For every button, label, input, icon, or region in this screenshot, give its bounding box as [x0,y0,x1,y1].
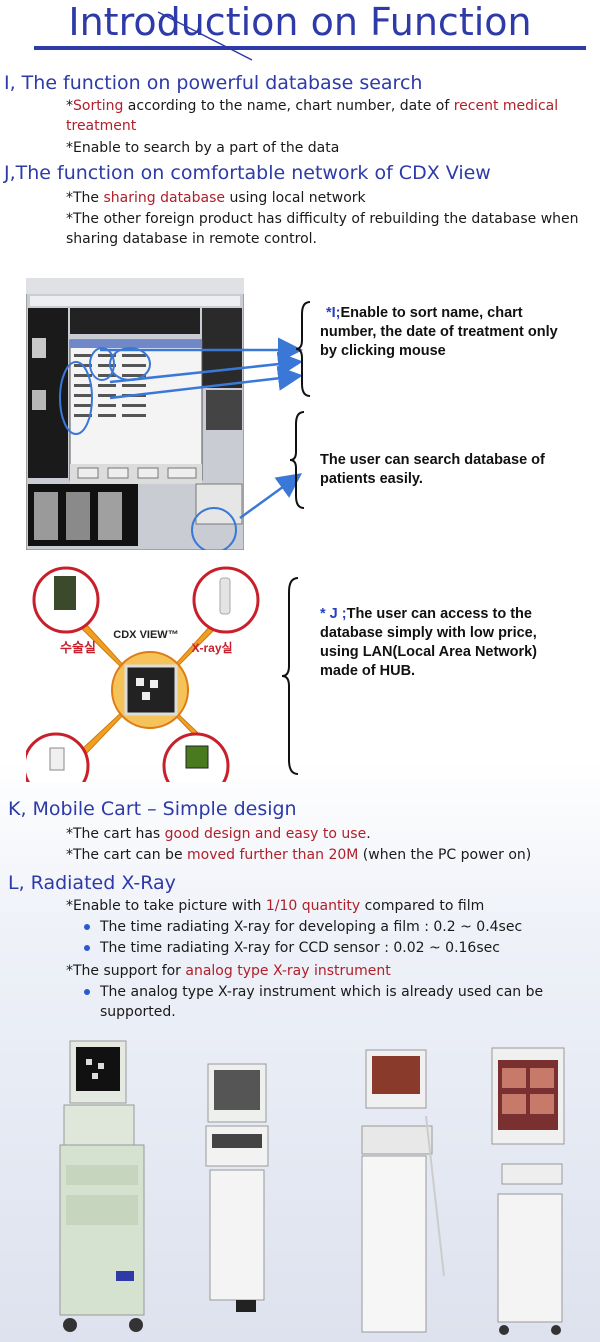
bullet-l-quantity: *Enable to take picture with 1/10 quanti… [66,898,485,914]
bullet-dot-icon [84,924,90,930]
product-cart-4 [491,1047,565,1335]
bullet-dot-icon [84,945,90,951]
note-search: The user can search database of patients… [320,452,545,487]
diagram-right-room: X-ray실 [191,640,232,655]
heading-section-l: L, Radiated X-Ray [8,872,176,894]
bullet-dot-icon [84,989,90,995]
heading-section-j: J,The function on comfortable network of… [4,162,491,184]
diagram-center-label: CDX VIEW™ [113,629,178,641]
heading-section-k: K, Mobile Cart – Simple design [8,798,297,820]
product-cart-2 [205,1063,269,1312]
note-j: * J ;The user can access to the database… [320,606,537,679]
brace-note-i [295,301,311,397]
network-diagram: CDX VIEW™ 수술실 X-ray실 [26,566,260,782]
bullet-i-partial-search: *Enable to search by a part of the data [66,140,340,156]
product-cart-3 [361,1049,445,1333]
bullet-j-foreign: *The other foreign product has difficult… [66,211,579,247]
diagram-left-room: 수술실 [60,640,96,655]
bullet-i-sorting: *Sorting according to the name, chart nu… [66,98,559,134]
heading-section-i: I, The function on powerful database sea… [4,72,423,94]
page-title: Introduction on Function [68,0,532,44]
brace-note-search [289,411,305,509]
bullet-j-sharing: *The sharing database using local networ… [66,190,366,206]
sub-bullet-ccd-time: The time radiating X-ray for CCD sensor … [84,938,500,958]
software-screenshot [26,278,244,550]
sub-bullet-analog-support: The analog type X-ray instrument which i… [84,982,600,1022]
brace-note-j [281,577,299,775]
product-cart-1 [59,1040,145,1332]
note-i: *I;Enable to sort name, chart number, th… [320,305,558,359]
bullet-k-design: *The cart has good design and easy to us… [66,826,371,842]
sub-bullet-film-time: The time radiating X-ray for developing … [84,917,522,937]
bullet-k-distance: *The cart can be moved further than 20M … [66,847,532,863]
callout-arrows [100,337,303,520]
title-underline [34,46,586,50]
bullet-l-analog: *The support for analog type X-ray instr… [66,963,391,979]
title-strike-mark [157,11,253,61]
